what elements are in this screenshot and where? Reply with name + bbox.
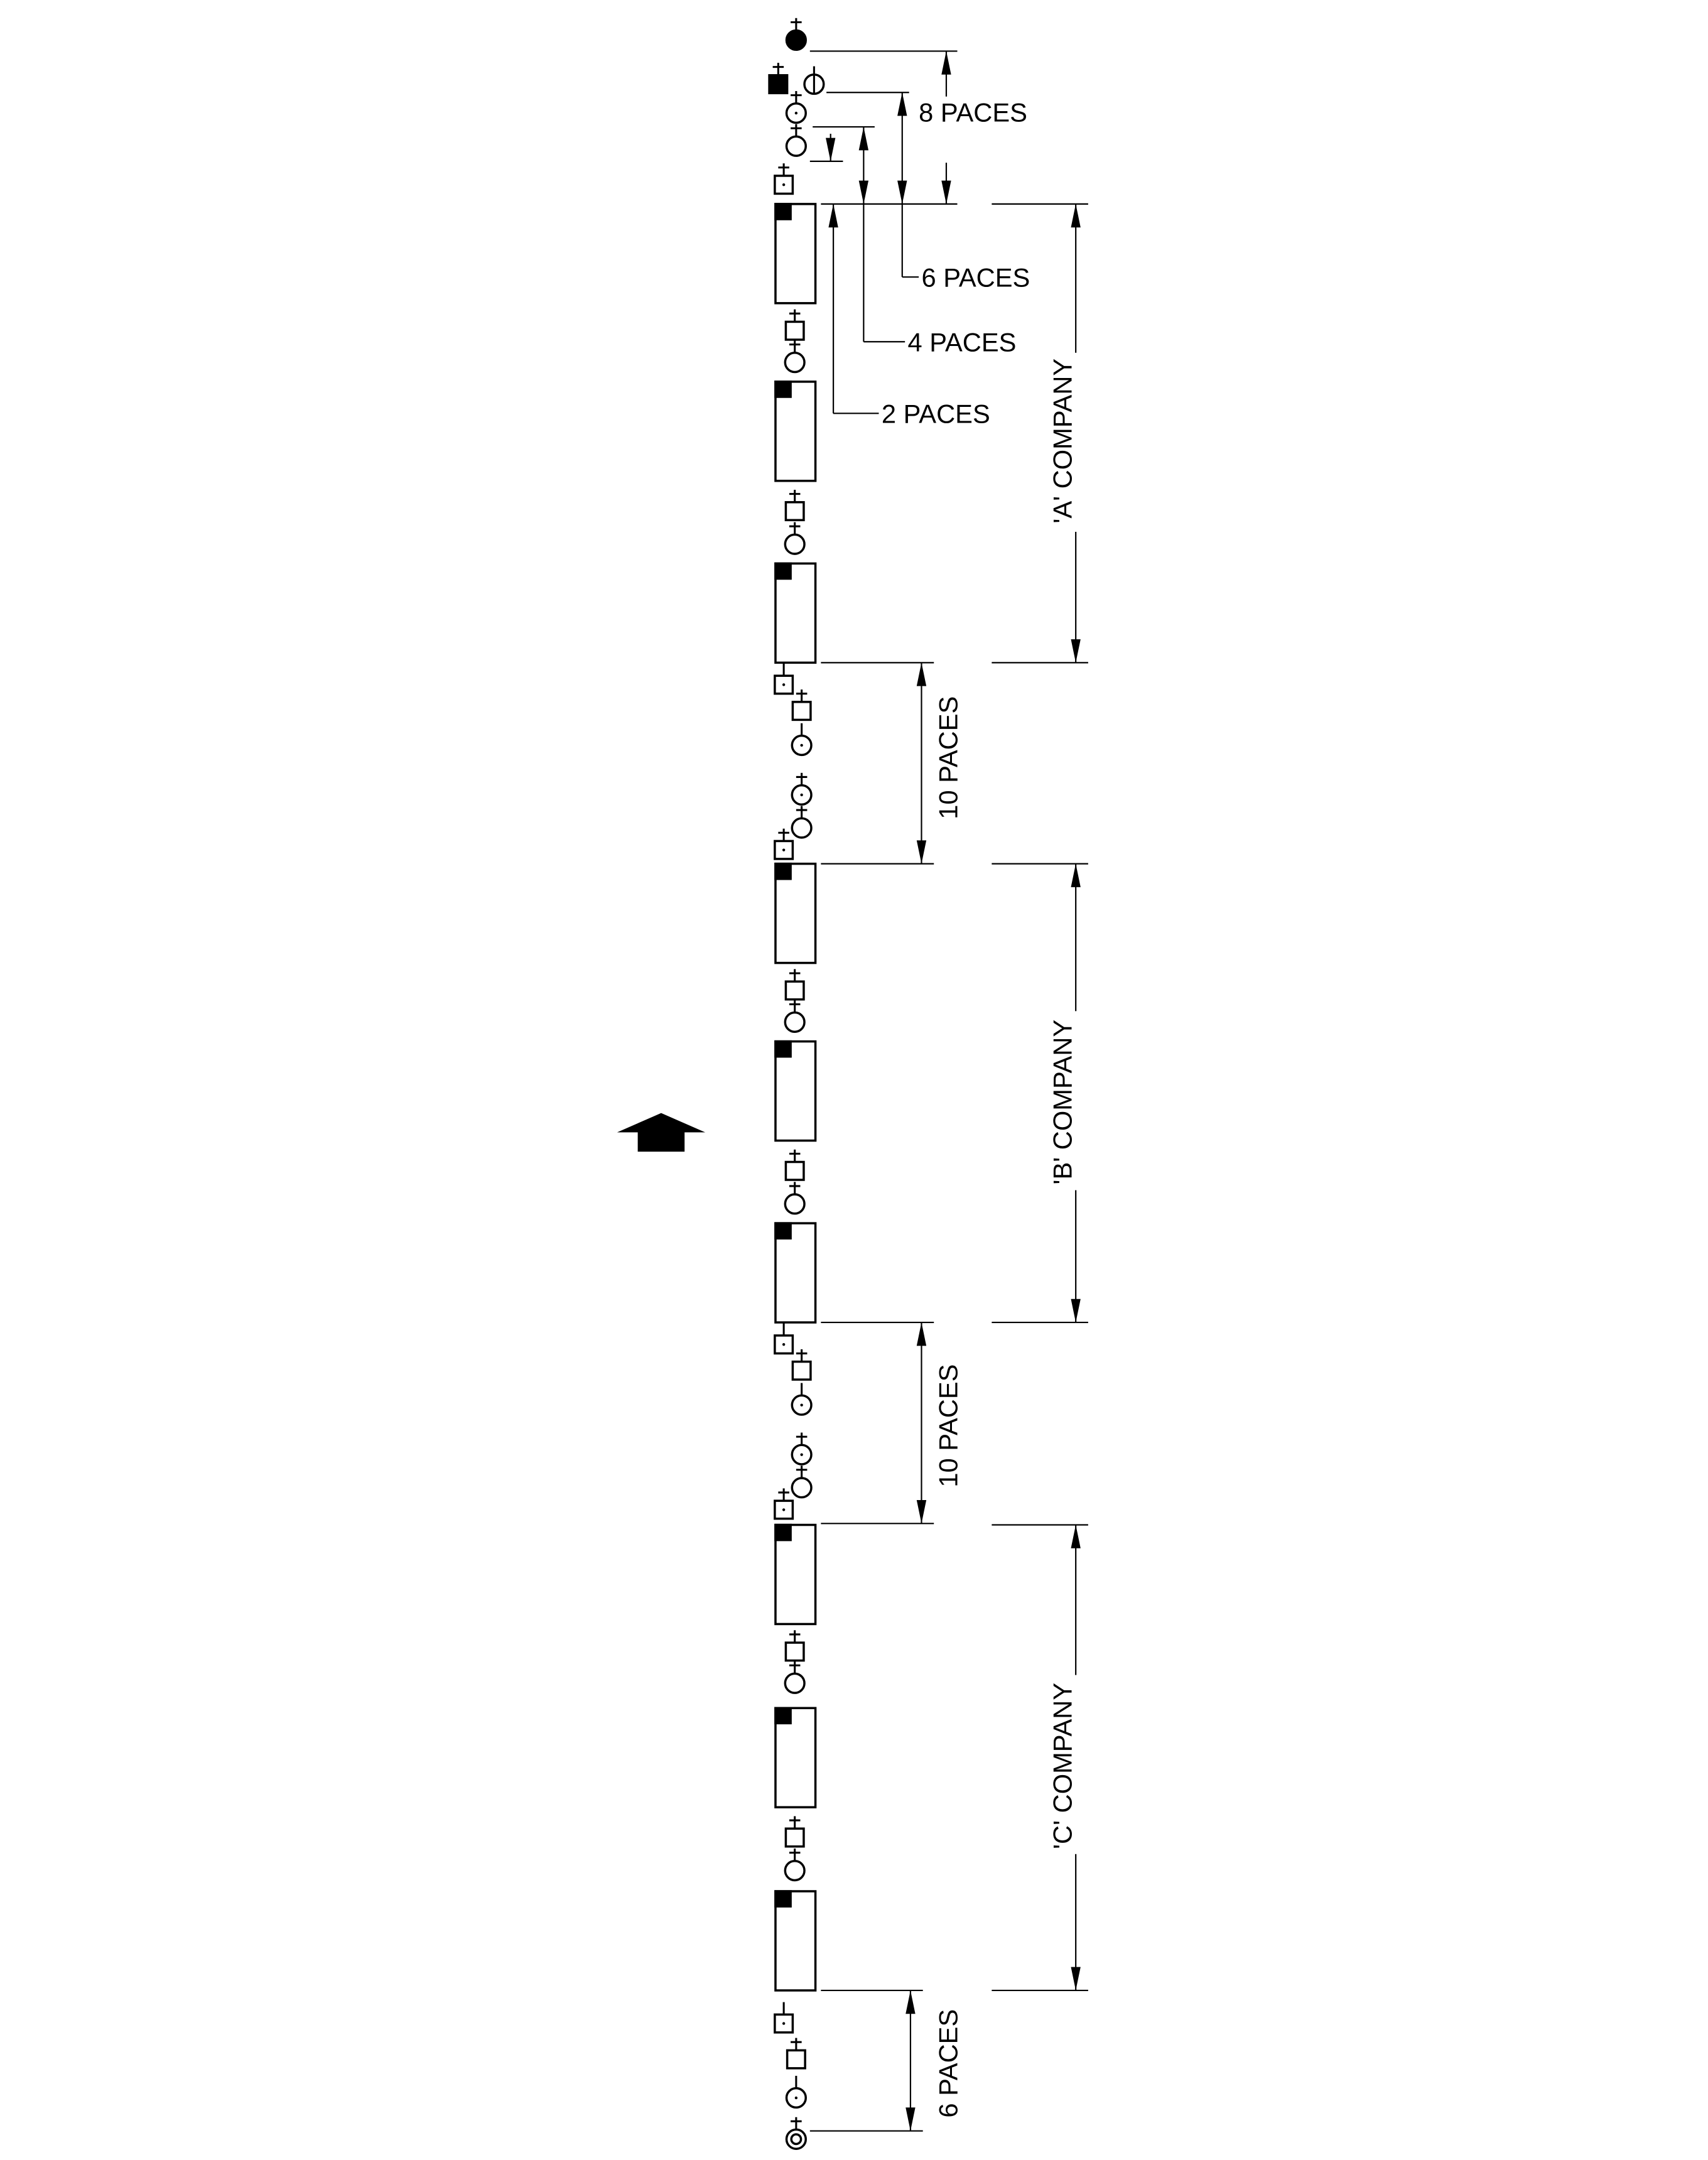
label-10-paces-2: 10 PACES (934, 1364, 963, 1488)
label-company-b: 'B' COMPANY (1048, 1020, 1078, 1185)
soldier-circle-icon (791, 784, 813, 806)
center-dot (800, 793, 803, 797)
arrowhead-down (941, 180, 951, 204)
center-dot (794, 111, 798, 115)
arrowhead-down (858, 180, 869, 204)
platoon-block-icon (774, 1890, 817, 1992)
label-6-paces-bottom: 6 PACES (934, 2009, 963, 2118)
arrowhead-up (1071, 203, 1081, 228)
arrowhead-up (828, 203, 838, 228)
platoon-block-icon (774, 1523, 817, 1626)
leader-square-icon (791, 701, 812, 721)
arrowhead-down (1071, 1967, 1081, 1990)
dotted-square-icon (774, 175, 794, 195)
center-dot (782, 183, 786, 186)
soldier-circle-icon (784, 352, 806, 374)
center-dot (800, 743, 803, 747)
center-dot (782, 1508, 786, 1511)
soldier-circle-icon (784, 1011, 806, 1033)
platoon-block-icon (774, 1222, 817, 1324)
soldier-circle-icon (785, 135, 807, 157)
platoon-marker-icon (774, 862, 792, 880)
platoon-marker-icon (774, 203, 792, 220)
leader-square-icon (791, 1360, 812, 1381)
soldier-circle-icon (784, 533, 806, 555)
company-a-label-group: 'A' COMPANY (1048, 352, 1091, 532)
arrowhead-up (1071, 863, 1081, 887)
arrowhead-up (916, 1322, 927, 1346)
leader-square-icon (774, 674, 794, 695)
center-dot (800, 1453, 803, 1456)
soldier-circle-icon (791, 1444, 813, 1466)
soldier-circle-icon (791, 734, 813, 757)
center-dot (800, 1403, 803, 1407)
arrowhead-down (826, 138, 836, 161)
soldier-circle-icon (791, 1394, 813, 1416)
platoon-marker-icon (774, 1222, 792, 1240)
center-dot (782, 848, 786, 851)
leader-square-icon (784, 1160, 805, 1181)
platoon-marker-icon (774, 381, 792, 398)
soldier-circle-icon (784, 1193, 806, 1215)
soldier-circle-icon (791, 1477, 813, 1499)
leader-square-icon (774, 2013, 794, 2034)
arrowhead-down (916, 1500, 927, 1524)
arrowhead-up (941, 51, 951, 75)
platoon-block-icon (774, 203, 817, 305)
arrowhead-down (916, 840, 927, 864)
arrowhead-up (905, 1990, 916, 2014)
company-b-label-group: 'B' COMPANY (1048, 1011, 1091, 1191)
arrowhead-down (897, 180, 907, 204)
hq-filled-square-icon (768, 74, 789, 95)
soldier-circle-icon (784, 1859, 806, 1882)
arrowhead-down (1071, 1299, 1081, 1323)
label-2-paces: 2 PACES (882, 399, 990, 429)
arrow-up-icon (617, 1113, 706, 1152)
center-dot (794, 2096, 798, 2100)
center-dot (782, 1342, 786, 1346)
inner-ring (790, 2133, 803, 2146)
label-8-paces: 8 PACES (919, 97, 1027, 127)
label-company-a: 'A' COMPANY (1048, 359, 1078, 524)
leader-square-icon (784, 980, 805, 1001)
arrowhead-down (905, 2107, 916, 2131)
leader-square-icon (786, 2049, 806, 2070)
label-4-paces: 4 PACES (908, 328, 1017, 357)
leader-square-icon (784, 1827, 805, 1848)
label-company-c: 'C' COMPANY (1048, 1683, 1078, 1849)
commander-icon (785, 29, 807, 51)
dotted-circle-icon (785, 102, 807, 124)
company-c-label-group: 'C' COMPANY (1048, 1675, 1091, 1854)
leader-square-icon (774, 1499, 794, 1520)
leader-square-icon (784, 320, 805, 341)
center-dot (782, 2022, 786, 2025)
platoon-block-icon (774, 862, 817, 964)
platoon-marker-icon (774, 1040, 792, 1058)
leader-square-icon (774, 840, 794, 860)
platoon-marker-icon (774, 1523, 792, 1542)
soldier-circle-icon (791, 817, 813, 839)
leader-square-icon (774, 1334, 794, 1355)
arrowhead-up (858, 127, 869, 151)
leader-square-icon (784, 501, 805, 522)
platoon-block-icon (774, 1707, 817, 1808)
arrowhead-up (916, 662, 927, 686)
leader-square-icon (784, 1641, 805, 1662)
center-dot (782, 683, 786, 686)
platoon-block-icon (774, 1040, 817, 1142)
arrowhead-up (897, 92, 907, 116)
platoon-block-icon (774, 381, 817, 482)
label-6-paces-top: 6 PACES (921, 263, 1030, 293)
platoon-marker-icon (774, 562, 792, 580)
label-10-paces-1: 10 PACES (934, 696, 963, 819)
platoon-marker-icon (774, 1890, 792, 1908)
soldier-circle-icon (784, 1672, 806, 1694)
platoon-marker-icon (774, 1707, 792, 1725)
arrowhead-up (1071, 1525, 1081, 1548)
arrowhead-down (1071, 639, 1081, 663)
rear-guide-icon (785, 2128, 807, 2150)
soldier-circle-icon (785, 2087, 807, 2109)
platoon-block-icon (774, 562, 817, 664)
